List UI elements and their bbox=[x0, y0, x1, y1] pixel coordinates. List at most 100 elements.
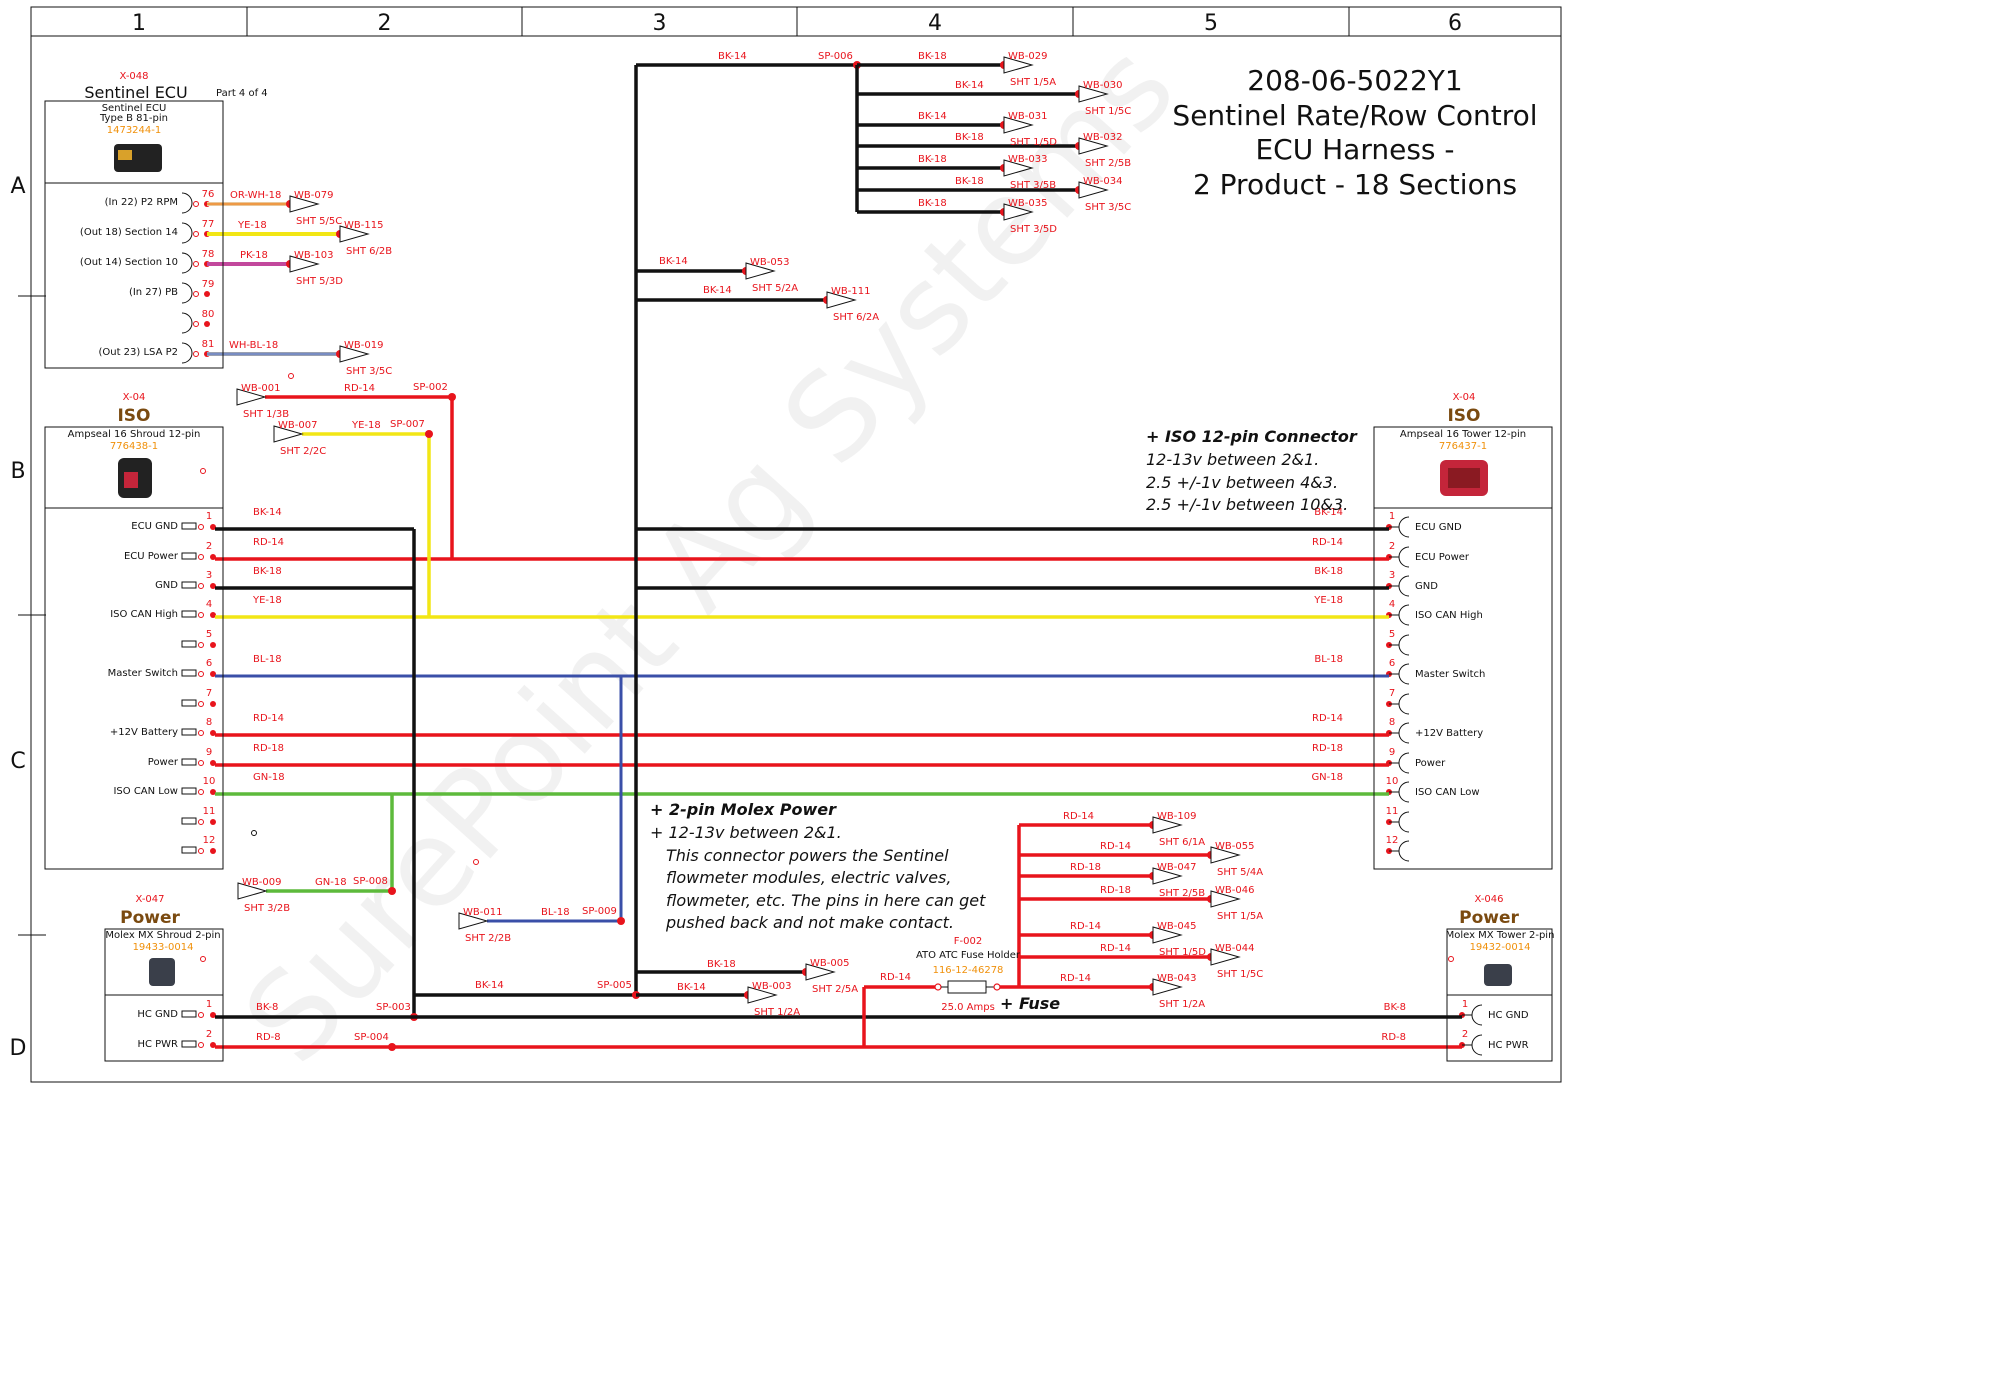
ecu-pin-socket bbox=[181, 192, 193, 214]
wire-color-code: BK-18 bbox=[1314, 566, 1343, 577]
wire-bundle-id: WB-005 bbox=[810, 958, 849, 969]
wire-color-code: RD-14 bbox=[1312, 537, 1343, 548]
pin-number: 12 bbox=[203, 835, 216, 846]
wire-color-code: RD-14 bbox=[1312, 713, 1343, 724]
pin-contact bbox=[198, 819, 204, 825]
wire-color-code: RD-18 bbox=[1312, 743, 1343, 754]
ecu-pin-label: (In 27) PB bbox=[129, 287, 178, 298]
sheet-reference: SHT 2/2C bbox=[280, 446, 326, 457]
sheet-reference: SHT 6/2B bbox=[346, 246, 392, 257]
wire-bundle-id: WB-011 bbox=[463, 907, 502, 918]
pin-label: +12V Battery bbox=[110, 727, 178, 738]
ecu-pin-terminal bbox=[204, 291, 210, 297]
sheet-reference: SHT 1/3B bbox=[243, 409, 289, 420]
top-wire-bundle bbox=[1003, 203, 1034, 221]
iso-right-id: X-04 bbox=[1453, 392, 1476, 403]
ecu-wire-bundle bbox=[339, 225, 370, 243]
pin-number: 2 bbox=[1462, 1029, 1468, 1040]
pin-label: HC PWR bbox=[1488, 1040, 1529, 1051]
ecu-pin-number: 76 bbox=[202, 189, 215, 200]
pin-number: 10 bbox=[203, 776, 216, 787]
pin-receptacle bbox=[181, 552, 197, 560]
right-wire-bundle bbox=[1210, 846, 1241, 864]
wire-color-code: BK-18 bbox=[955, 132, 984, 143]
pin-number: 9 bbox=[206, 747, 212, 758]
ecu-pin-number: 80 bbox=[202, 309, 215, 320]
pin-number: 5 bbox=[1389, 629, 1395, 640]
sheet-reference: SHT 3/5B bbox=[1010, 180, 1056, 191]
molex-note-line: flowmeter modules, electric valves, bbox=[666, 868, 951, 887]
sheet-reference: SHT 6/2A bbox=[833, 312, 879, 323]
pin-number: 2 bbox=[206, 541, 212, 552]
ecu-connector-latch bbox=[118, 150, 132, 160]
pin-number: 1 bbox=[1462, 999, 1468, 1010]
wire-color-code: BK-8 bbox=[256, 1002, 278, 1013]
sheet-reference: SHT 5/2A bbox=[752, 283, 798, 294]
wire-color-code: WH-BL-18 bbox=[229, 340, 278, 351]
ecu-pin-socket bbox=[181, 342, 193, 364]
pin-number: 5 bbox=[206, 629, 212, 640]
mid-wire-bundle bbox=[826, 291, 857, 309]
ecu-pin-label: (In 22) P2 RPM bbox=[105, 197, 178, 208]
iso-left-part-number: 776438-1 bbox=[110, 441, 158, 452]
pin-socket bbox=[1398, 634, 1410, 656]
wire-color-code: BK-18 bbox=[918, 51, 947, 62]
power-right-connector-image bbox=[1484, 964, 1512, 986]
wire-color-code: RD-18 bbox=[1070, 862, 1101, 873]
border bbox=[30, 6, 1562, 1083]
ecu-pin-number: 77 bbox=[202, 219, 215, 230]
right-wire-bundle bbox=[1210, 890, 1241, 908]
splice-sp-007 bbox=[425, 430, 433, 438]
wire-bundle-id: WB-001 bbox=[241, 383, 280, 394]
pin-contact bbox=[198, 1012, 204, 1018]
pin-socket bbox=[1471, 1004, 1483, 1026]
molex-note: + 2-pin Molex Power + 12-13v between 2&1… bbox=[650, 800, 986, 932]
ecu-pin-terminal bbox=[204, 321, 210, 327]
feed-wire-bundle bbox=[236, 388, 267, 406]
ecu-part-number: 1473244-1 bbox=[107, 125, 162, 136]
pin-contact bbox=[198, 642, 204, 648]
ecu-title: Sentinel ECU bbox=[84, 83, 187, 102]
grid-column-label: 4 bbox=[928, 11, 942, 36]
pin-terminal bbox=[210, 524, 216, 530]
pin-label: ISO CAN High bbox=[110, 609, 178, 620]
wire-color-code: RD-14 bbox=[1100, 841, 1131, 852]
wire-color-code: RD-14 bbox=[880, 972, 911, 983]
sheet-reference: SHT 2/5B bbox=[1085, 158, 1131, 169]
pin-label: GND bbox=[155, 580, 178, 591]
feed-wire-bundle bbox=[458, 912, 489, 930]
iso-left-box bbox=[44, 426, 224, 870]
pin-number: 2 bbox=[206, 1029, 212, 1040]
ecu-pin-number: 78 bbox=[202, 249, 215, 260]
pin-label: Master Switch bbox=[108, 668, 178, 679]
iso-right-part-number: 776437-1 bbox=[1439, 441, 1487, 452]
pin-receptacle bbox=[181, 817, 197, 825]
pin-label: +12V Battery bbox=[1415, 728, 1483, 739]
top-wire-bundle bbox=[1078, 85, 1109, 103]
iso-note-line: 2.5 +/-1v between 10&3. bbox=[1146, 495, 1348, 514]
ecu-pin-socket bbox=[181, 282, 193, 304]
pin-terminal bbox=[210, 848, 216, 854]
pin-number: 4 bbox=[206, 599, 212, 610]
pin-terminal bbox=[210, 583, 216, 589]
ecu-part-of: Part 4 of 4 bbox=[216, 88, 268, 99]
wire-color-code: YE-18 bbox=[252, 595, 282, 606]
fuse-part-number: 116-12-46278 bbox=[933, 965, 1004, 976]
sheet-reference: SHT 1/5A bbox=[1217, 911, 1263, 922]
pin-number: 1 bbox=[206, 511, 212, 522]
power-left-description: Molex MX Shroud 2-pin bbox=[105, 930, 220, 941]
wire-color-code: RD-14 bbox=[1060, 973, 1091, 984]
wire-color-code: GN-18 bbox=[253, 772, 285, 783]
pin-terminal bbox=[210, 612, 216, 618]
ecu-pin-label: (Out 23) LSA P2 bbox=[98, 347, 178, 358]
wire-bundle-id: WB-009 bbox=[242, 877, 281, 888]
wire-bundle-id: WB-033 bbox=[1008, 154, 1047, 165]
splice-label: SP-004 bbox=[354, 1032, 389, 1043]
grid-row-label: D bbox=[10, 1036, 27, 1061]
top-wire-bundle bbox=[1003, 159, 1034, 177]
iso-right-description: Ampseal 16 Tower 12-pin bbox=[1400, 429, 1526, 440]
fuse-terminal bbox=[993, 983, 1001, 991]
power-right-id: X-046 bbox=[1474, 894, 1503, 905]
sheet-reference: SHT 1/5D bbox=[1010, 137, 1057, 148]
pin-receptacle bbox=[181, 640, 197, 648]
